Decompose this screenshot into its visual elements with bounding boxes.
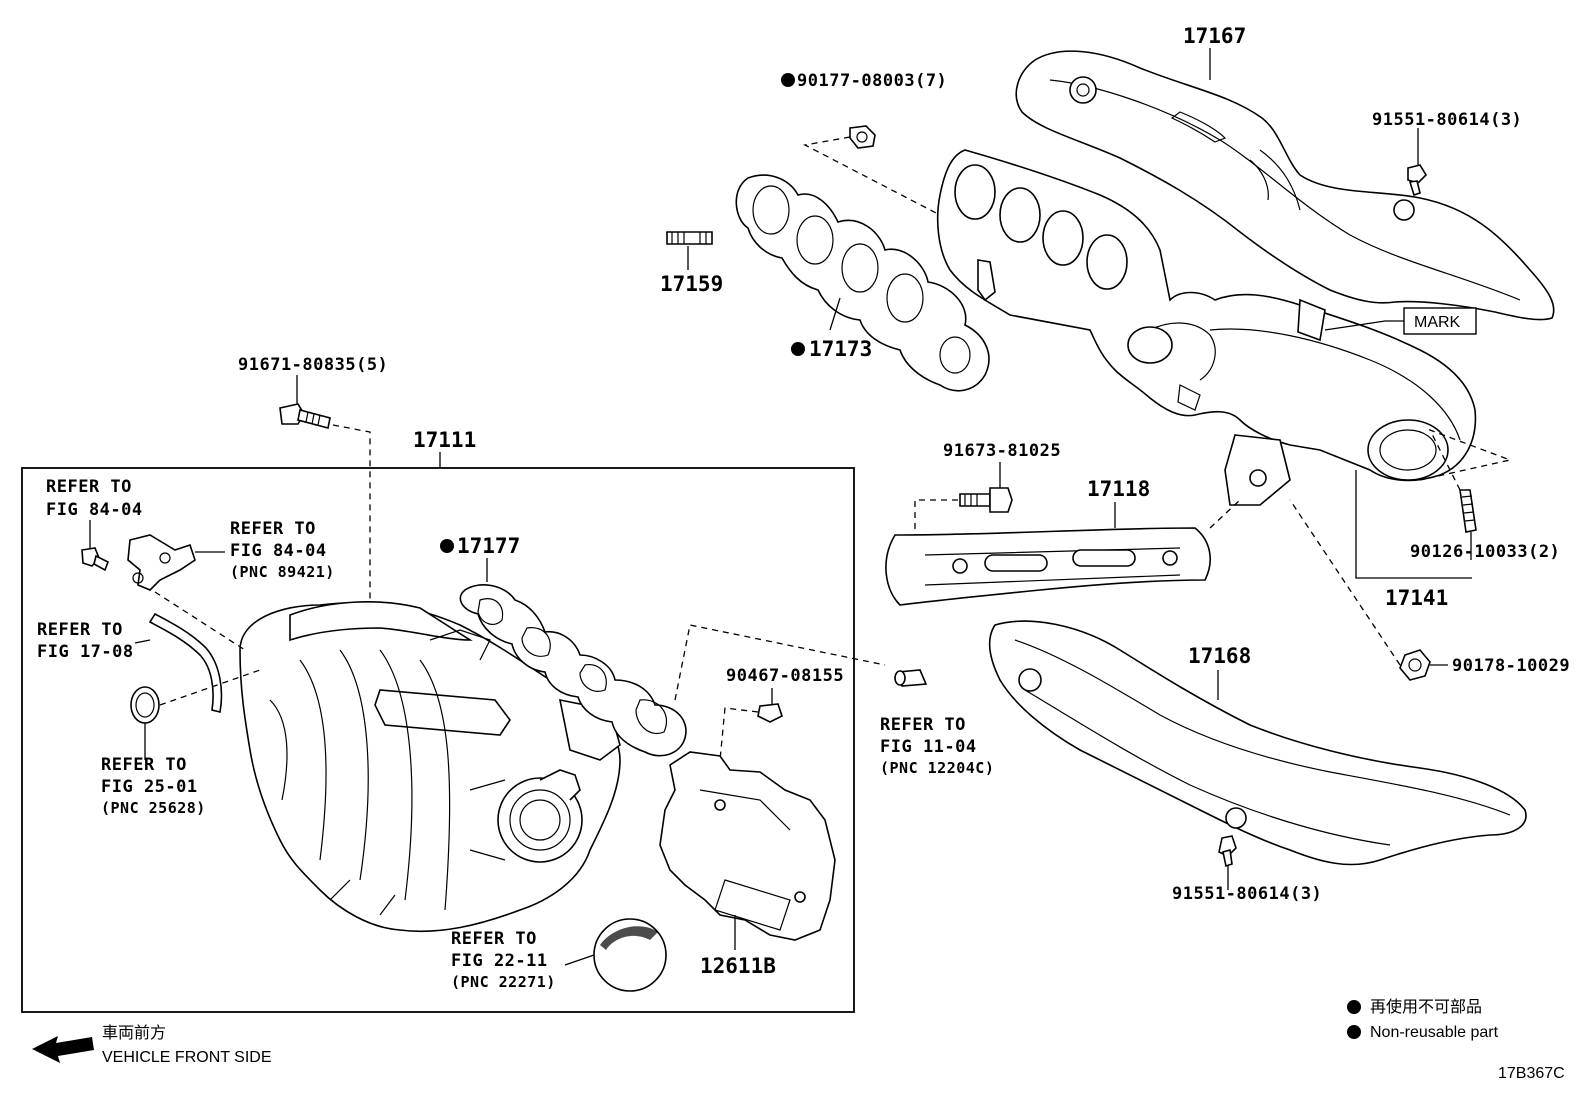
ref5-line3: (PNC 12204C) [880, 759, 994, 777]
label-90177: 90177-08003(7) [797, 71, 947, 91]
nut-90177[interactable] [803, 125, 941, 216]
ref4-line1: REFER TO [101, 755, 187, 775]
exhaust-manifold[interactable] [936, 149, 1477, 506]
legend-japanese: 再使用不可部品 [1370, 998, 1482, 1016]
legend-english: Non-reusable part [1370, 1024, 1499, 1041]
intake-manifold-gasket[interactable] [459, 584, 886, 757]
label-17141: 17141 [1385, 586, 1448, 610]
ref5-line1: REFER TO [880, 715, 966, 735]
direction-japanese: 車両前方 [102, 1024, 166, 1042]
leader-stay-dash [1209, 499, 1241, 529]
nut-90178[interactable] [1289, 499, 1448, 681]
ref6-line3: (PNC 22271) [451, 973, 556, 991]
nonreusable-dot-17173 [791, 342, 805, 356]
sensor-ref-84-04[interactable] [127, 534, 225, 591]
ref3-line1: REFER TO [37, 620, 123, 640]
vehicle-direction: 車両前方 VEHICLE FRONT SIDE [32, 1024, 272, 1066]
labels: 17167 90177-08003(7) 91551-80614(3) 1715… [37, 24, 1570, 991]
legend-dot-1 [1347, 1000, 1361, 1014]
bolt-ref-84-04[interactable] [81, 520, 110, 572]
sensor-dash [154, 591, 246, 651]
label-90178: 90178-10029 [1452, 656, 1570, 676]
label-17173: 17173 [809, 337, 872, 361]
label-17177: 17177 [457, 534, 520, 558]
ref1-line1: REFER TO [46, 477, 132, 497]
filter-screen-ref-22-11[interactable] [564, 918, 667, 992]
bolt-91673[interactable] [914, 462, 1013, 535]
ref1-line2: FIG 84-04 [46, 500, 143, 520]
label-17118: 17118 [1087, 477, 1150, 501]
ref2-line1: REFER TO [230, 519, 316, 539]
label-12611b: 12611B [700, 954, 776, 978]
ref4-line3: (PNC 25628) [101, 799, 206, 817]
legend: 再使用不可部品 Non-reusable part [1347, 998, 1499, 1041]
ref5-line2: FIG 11-04 [880, 737, 977, 757]
bolt-91671[interactable] [279, 375, 371, 600]
nonreusable-dot-90177 [781, 73, 795, 87]
ref6-line2: FIG 22-11 [451, 951, 548, 971]
ref2-line3: (PNC 89421) [230, 563, 335, 581]
arrow-left-icon [32, 1036, 94, 1063]
screw-90467[interactable] [719, 688, 783, 761]
bolt-91551-lower[interactable] [1218, 835, 1237, 890]
stud-90126[interactable] [1419, 428, 1513, 560]
legend-dot-2 [1347, 1025, 1361, 1039]
nonreusable-dot-17177 [440, 539, 454, 553]
label-90126: 90126-10033(2) [1410, 542, 1560, 562]
ref2-line2: FIG 84-04 [230, 541, 327, 561]
clamp-ref-25-01[interactable] [130, 669, 261, 760]
label-91673: 91673-81025 [943, 441, 1061, 461]
direction-english: VEHICLE FRONT SIDE [102, 1049, 272, 1066]
intake-manifold[interactable] [239, 601, 621, 933]
intake-manifold-group-box [21, 467, 855, 1013]
heat-insulator-upper[interactable] [1015, 50, 1555, 321]
ref6-line1: REFER TO [451, 929, 537, 949]
diagram-code: 17B367C [1498, 1065, 1565, 1082]
leader-17141 [1355, 470, 1472, 579]
label-90467: 90467-08155 [726, 666, 844, 686]
label-17167: 17167 [1183, 24, 1246, 48]
label-17159: 17159 [660, 272, 723, 296]
label-17111: 17111 [413, 428, 476, 452]
mark-label: MARK [1324, 307, 1477, 335]
mark-text: MARK [1414, 314, 1461, 331]
stud-17159[interactable] [666, 231, 713, 245]
hose-ref-17-08[interactable] [134, 612, 223, 713]
bolt-91551-upper[interactable] [1407, 128, 1428, 197]
exhaust-manifold-gasket[interactable] [735, 174, 990, 392]
label-91671: 91671-80835(5) [238, 355, 388, 375]
heat-insulator-lower[interactable] [988, 620, 1527, 866]
engine-cover-12611b[interactable] [659, 751, 836, 950]
label-91551-upper: 91551-80614(3) [1372, 110, 1522, 130]
label-17168: 17168 [1188, 644, 1251, 668]
ref4-line2: FIG 25-01 [101, 777, 198, 797]
ref3-line2: FIG 17-08 [37, 642, 134, 662]
label-91551-lower: 91551-80614(3) [1172, 884, 1322, 904]
stud-ref-11-04[interactable] [894, 669, 928, 687]
manifold-stay[interactable] [885, 527, 1211, 606]
